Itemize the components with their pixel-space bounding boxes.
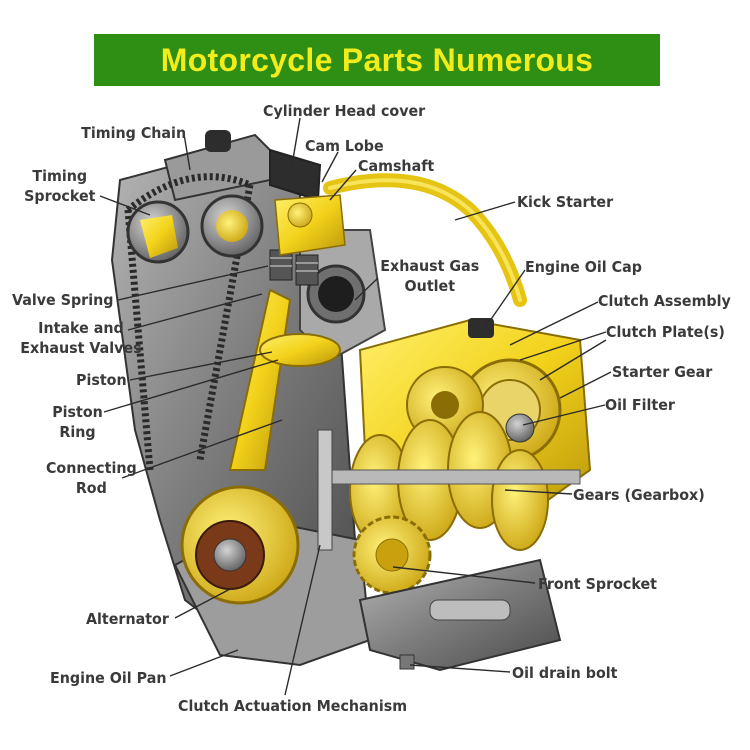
clutch-actuation-rod xyxy=(317,429,333,551)
label-clutch-plates: Clutch Plate(s) xyxy=(606,323,725,341)
label-piston: Piston xyxy=(76,371,127,389)
leader-lines xyxy=(99,117,612,696)
title-banner: Motorcycle Parts Numerous xyxy=(94,34,660,86)
label-oil-drain-bolt: Oil drain bolt xyxy=(512,664,618,682)
label-camshaft: Camshaft xyxy=(358,157,435,175)
timing-chain xyxy=(124,173,254,471)
label-engine-oil-cap: Engine Oil Cap xyxy=(525,258,642,276)
connecting-rod xyxy=(228,288,292,471)
label-valve-spring: Valve Spring xyxy=(12,291,114,309)
valve-springs xyxy=(269,249,319,286)
label-piston-ring: Piston Ring xyxy=(52,403,103,441)
diagram-title: Motorcycle Parts Numerous xyxy=(160,41,594,78)
label-timing-chain: Timing Chain xyxy=(81,124,187,142)
label-exhaust-gas-outlet: Exhaust Gas Outlet xyxy=(380,257,480,295)
label-cylinder-head-cover: Cylinder Head cover xyxy=(263,102,426,120)
label-clutch-assembly: Clutch Assembly xyxy=(598,292,731,310)
label-front-sprocket: Front Sprocket xyxy=(538,575,657,593)
label-kick-starter: Kick Starter xyxy=(517,193,614,211)
front-sprocket xyxy=(352,515,432,595)
label-connecting-rod: Connecting Rod xyxy=(45,459,137,497)
label-starter-gear: Starter Gear xyxy=(612,363,713,381)
label-cam-lobe: Cam Lobe xyxy=(305,137,384,155)
oil-pan xyxy=(358,558,562,672)
label-engine-oil-pan: Engine Oil Pan xyxy=(50,669,167,687)
timing-sprockets xyxy=(126,194,264,264)
label-oil-filter: Oil Filter xyxy=(605,396,675,414)
label-intake-exhaust-valves: Intake and Exhaust Valves xyxy=(20,319,142,357)
label-clutch-actuation: Clutch Actuation Mechanism xyxy=(178,697,408,715)
alternator xyxy=(180,485,300,605)
label-gears-gearbox: Gears (Gearbox) xyxy=(573,486,705,504)
label-timing-sprocket: Timing Sprocket xyxy=(24,167,96,205)
camshaft xyxy=(274,194,346,256)
label-alternator: Alternator xyxy=(86,610,169,628)
